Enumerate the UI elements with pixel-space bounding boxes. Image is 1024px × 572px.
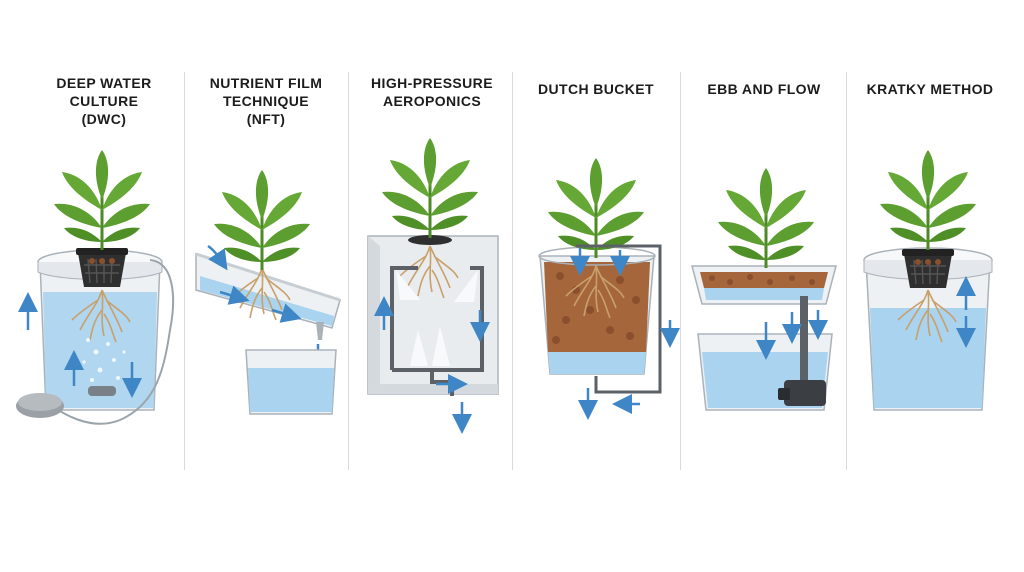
panel-title-nft: NUTRIENT FILM TECHNIQUE (NFT) xyxy=(182,74,350,128)
title-line: DEEP WATER xyxy=(56,75,152,91)
panel-divider xyxy=(512,72,513,470)
title-line: AEROPONICS xyxy=(382,93,482,109)
panel-divider xyxy=(184,72,185,470)
panel-dwc: DEEP WATER CULTURE (DWC) xyxy=(20,60,188,480)
panel-divider xyxy=(846,72,847,470)
title-line: (DWC) xyxy=(81,111,127,127)
title-line: NUTRIENT FILM xyxy=(209,75,323,91)
panel-title-dwc: DEEP WATER CULTURE (DWC) xyxy=(20,74,188,128)
panel-ebb: EBB AND FLOW xyxy=(680,60,848,480)
title-line: HIGH-PRESSURE xyxy=(371,75,493,91)
panel-title-kratky: KRATKY METHOD xyxy=(846,80,1014,98)
panel-title-aero: HIGH-PRESSURE AEROPONICS xyxy=(348,74,516,110)
panel-title-dutch: DUTCH BUCKET xyxy=(512,80,680,98)
panel-divider xyxy=(680,72,681,470)
title-line: DUTCH BUCKET xyxy=(537,81,654,97)
panel-kratky: KRATKY METHOD xyxy=(846,60,1014,480)
title-line: KRATKY METHOD xyxy=(866,81,994,97)
panel-aero: HIGH-PRESSURE AEROPONICS xyxy=(348,60,516,480)
panel-nft: NUTRIENT FILM TECHNIQUE (NFT) xyxy=(182,60,350,480)
title-line: (NFT) xyxy=(246,111,286,127)
title-line: CULTURE xyxy=(69,93,139,109)
title-line: TECHNIQUE xyxy=(222,93,310,109)
panel-dutch: DUTCH BUCKET xyxy=(512,60,680,480)
panel-title-ebb: EBB AND FLOW xyxy=(680,80,848,98)
title-line: EBB AND FLOW xyxy=(707,81,821,97)
panel-divider xyxy=(348,72,349,470)
